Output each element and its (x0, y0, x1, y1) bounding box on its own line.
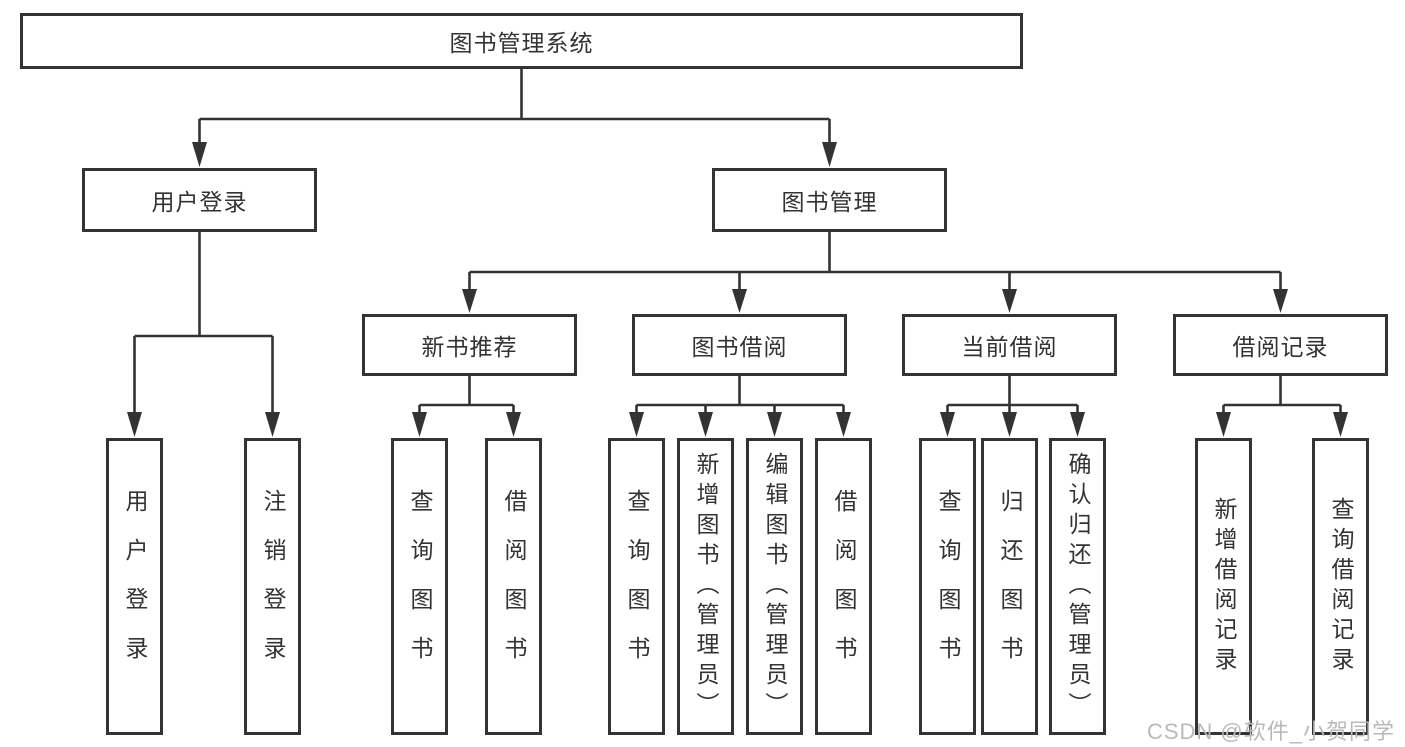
node-library-management-system: 图书管理系统 (20, 13, 1023, 69)
leaf-add-borrow-record: 新增借阅记录 (1195, 438, 1252, 735)
node-label: 用户登录 (151, 189, 248, 215)
arrow-down-icon (698, 412, 713, 437)
arrow-down-icon (1070, 412, 1085, 437)
leaf-user-login: 用户登录 (106, 438, 163, 735)
node-label: 新增图书（管理员） (693, 451, 719, 722)
node-current-borrowing: 当前借阅 (902, 314, 1117, 376)
arrow-down-icon (192, 142, 207, 167)
arrow-down-icon (1273, 289, 1288, 313)
arrow-down-icon (940, 412, 955, 437)
arrow-down-icon (732, 289, 747, 313)
node-book-borrowing: 图书借阅 (632, 314, 847, 376)
node-label: 新书推荐 (421, 334, 518, 360)
arrow-down-icon (1002, 412, 1017, 437)
node-label: 图书借阅 (691, 334, 788, 360)
node-borrowing-records: 借阅记录 (1173, 314, 1388, 376)
leaf-edit-book-admin: 编辑图书（管理员） (746, 438, 803, 735)
node-label: 用户登录 (122, 488, 148, 685)
arrow-down-icon (265, 412, 280, 437)
node-label: 查询借阅记录 (1328, 496, 1354, 677)
arrow-down-icon (822, 142, 837, 167)
arrow-down-icon (127, 412, 142, 437)
node-label: 当前借阅 (961, 334, 1058, 360)
arrow-down-icon (412, 412, 427, 437)
leaf-borrow-books-recommend: 借阅图书 (485, 438, 542, 735)
node-label: 图书管理系统 (449, 30, 594, 56)
leaf-query-books-current: 查询图书 (919, 438, 976, 735)
arrow-down-icon (629, 412, 644, 437)
arrow-down-icon (1216, 412, 1231, 437)
leaf-query-books-borrowing: 查询图书 (608, 438, 665, 735)
arrow-down-icon (836, 412, 851, 437)
node-label: 确认归还（管理员） (1065, 451, 1091, 722)
node-user-login: 用户登录 (82, 168, 317, 232)
node-label: 查询图书 (624, 488, 650, 685)
node-label: 图书管理 (781, 189, 878, 215)
arrow-down-icon (1002, 289, 1017, 313)
node-label: 归还图书 (997, 488, 1023, 685)
arrow-down-icon (767, 412, 782, 437)
arrow-down-icon (462, 289, 477, 313)
node-book-management: 图书管理 (712, 168, 947, 232)
arrow-down-icon (506, 412, 521, 437)
node-new-book-recommend: 新书推荐 (362, 314, 577, 376)
node-label: 查询图书 (935, 488, 961, 685)
node-label: 借阅图书 (831, 488, 857, 685)
node-label: 新增借阅记录 (1211, 496, 1237, 677)
node-label: 借阅图书 (501, 488, 527, 685)
node-label: 查询图书 (407, 488, 433, 685)
csdn-watermark: CSDN @软件_小贺同学 (1146, 719, 1395, 744)
leaf-borrow-books-borrowing: 借阅图书 (815, 438, 872, 735)
node-label: 编辑图书（管理员） (762, 451, 788, 722)
node-label: 借阅记录 (1232, 334, 1329, 360)
node-label: 注销登录 (260, 488, 286, 685)
leaf-add-book-admin: 新增图书（管理员） (677, 438, 734, 735)
leaf-query-books-recommend: 查询图书 (391, 438, 448, 735)
leaf-query-borrow-record: 查询借阅记录 (1312, 438, 1369, 735)
arrow-down-icon (1333, 412, 1348, 437)
leaf-logout: 注销登录 (244, 438, 301, 735)
leaf-confirm-return-admin: 确认归还（管理员） (1049, 438, 1106, 735)
leaf-return-book: 归还图书 (981, 438, 1038, 735)
